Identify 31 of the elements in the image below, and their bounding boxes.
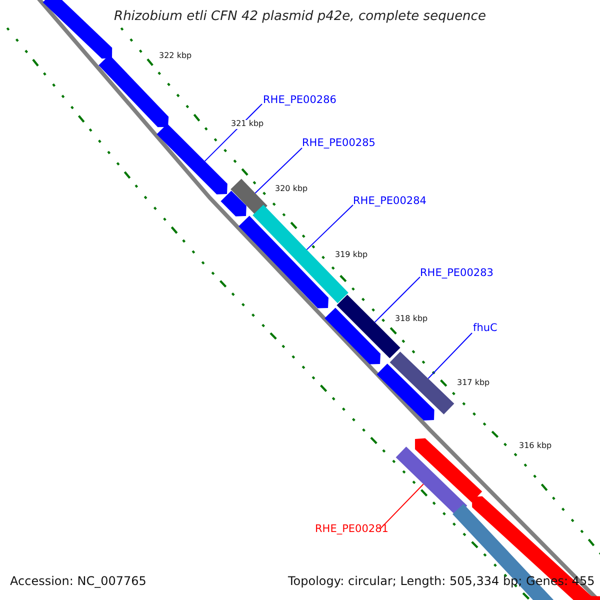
gene-label: RHE_PE00286 bbox=[263, 95, 336, 107]
title: Rhizobium etli CFN 42 plasmid p42e, complete sequence bbox=[113, 10, 487, 24]
gene-label: RHE_PE00281 bbox=[315, 524, 388, 536]
gene-segment bbox=[156, 124, 228, 194]
scale-label: 316 kbp bbox=[518, 442, 553, 451]
gene-segment bbox=[238, 216, 328, 308]
leader-line bbox=[380, 484, 424, 530]
leader-line bbox=[306, 204, 354, 250]
gene-label: RHE_PE00284 bbox=[353, 196, 426, 208]
gene-segment bbox=[589, 596, 600, 600]
scale-label: 321 kbp bbox=[230, 120, 265, 129]
leader-line bbox=[254, 148, 302, 194]
scale-label: 320 kbp bbox=[274, 185, 309, 194]
gene-segment bbox=[42, 0, 112, 59]
gene-label: fhuC bbox=[473, 323, 498, 335]
gene-segment bbox=[324, 308, 380, 364]
accession-text: Accession: NC_007765 bbox=[9, 575, 148, 588]
scale-label: 318 kbp bbox=[394, 315, 429, 324]
gene-bar bbox=[230, 178, 268, 216]
scale-label: 319 kbp bbox=[334, 251, 369, 260]
gene-segment bbox=[415, 438, 482, 502]
scale-label: 322 kbp bbox=[158, 52, 193, 61]
gene-bar bbox=[390, 352, 454, 414]
gene-label: RHE_PE00283 bbox=[420, 268, 494, 280]
leader-line bbox=[428, 332, 472, 379]
gene-segment bbox=[220, 190, 246, 216]
gene-label: RHE_PE00285 bbox=[302, 138, 376, 150]
gene-segment bbox=[376, 364, 434, 420]
scale-label: 317 kbp bbox=[456, 379, 491, 388]
gene-bar bbox=[252, 204, 348, 304]
leader-line bbox=[374, 276, 420, 323]
